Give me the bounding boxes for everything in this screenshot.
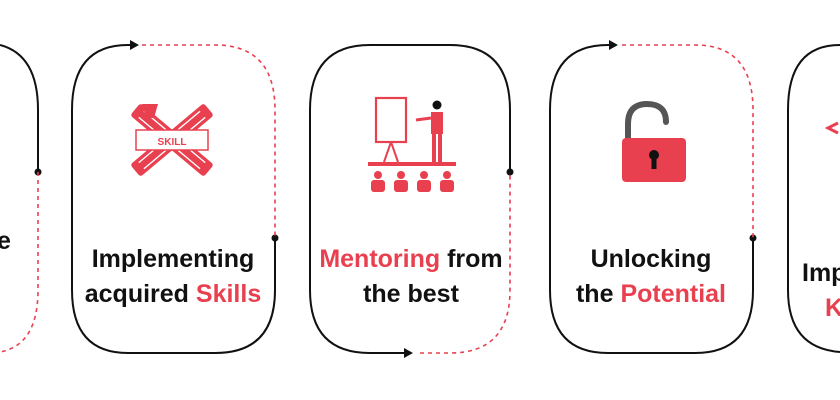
connector-dot	[506, 168, 514, 176]
card-partial-right	[787, 44, 840, 353]
label-text: e	[0, 227, 11, 255]
connector-solid	[787, 44, 840, 353]
accent-text: Skills	[195, 280, 262, 308]
label-line-2: K	[802, 291, 840, 326]
accent-text: Mentoring	[319, 245, 441, 273]
label-line-2: the best	[311, 277, 511, 312]
label-text: from	[440, 245, 503, 273]
connector-solid	[0, 44, 39, 172]
skill-badge-text: SKILL	[158, 137, 187, 148]
presentation-audience-icon	[368, 96, 456, 192]
card-partial-right-label: Imp K	[802, 256, 840, 326]
partial-icon-fragment	[824, 121, 839, 135]
label-line-1: Unlocking	[551, 242, 751, 277]
label-line-2: acquired Skills	[73, 277, 273, 312]
card-skills: SKILL	[71, 40, 279, 354]
accent-text: Potential	[620, 280, 727, 308]
label-text: Implementing	[91, 245, 255, 273]
crossed-tools-skill-icon: SKILL	[131, 104, 213, 176]
label-line-1: e	[0, 224, 14, 259]
label-text: Imp	[802, 259, 840, 287]
connector-dot	[749, 234, 757, 242]
label-text: the best	[363, 280, 459, 308]
connector-dashed	[420, 172, 511, 354]
connector-dashed	[0, 172, 39, 353]
card-mentoring-label: Mentoring from the best	[311, 242, 511, 312]
label-text: the	[575, 280, 621, 308]
card-potential-label: Unlocking the Potential	[551, 242, 751, 312]
label-text: acquired	[84, 280, 196, 308]
label-line-2: the Potential	[551, 277, 751, 312]
card-partial-left-label: e	[0, 224, 14, 259]
card-partial-left	[0, 44, 42, 353]
label-text: Unlocking	[590, 245, 712, 273]
arrow-head	[609, 40, 618, 50]
label-line-1: Mentoring from	[311, 242, 511, 277]
label-line-1: Imp	[802, 256, 840, 291]
connector-dashed	[142, 44, 276, 238]
label-line-1: Implementing	[73, 242, 273, 277]
connector-dashed	[622, 44, 754, 238]
connector-solid	[309, 44, 511, 354]
arrow-head	[130, 40, 139, 50]
connector-solid	[549, 44, 754, 354]
connector-solid	[71, 44, 276, 354]
card-mentoring	[309, 44, 514, 358]
open-padlock-icon	[622, 100, 686, 182]
accent-text: K	[825, 294, 840, 322]
card-potential	[549, 40, 757, 354]
connector-dot	[271, 234, 279, 242]
card-skills-label: Implementing acquired Skills	[73, 242, 273, 312]
arrow-head	[404, 348, 413, 358]
